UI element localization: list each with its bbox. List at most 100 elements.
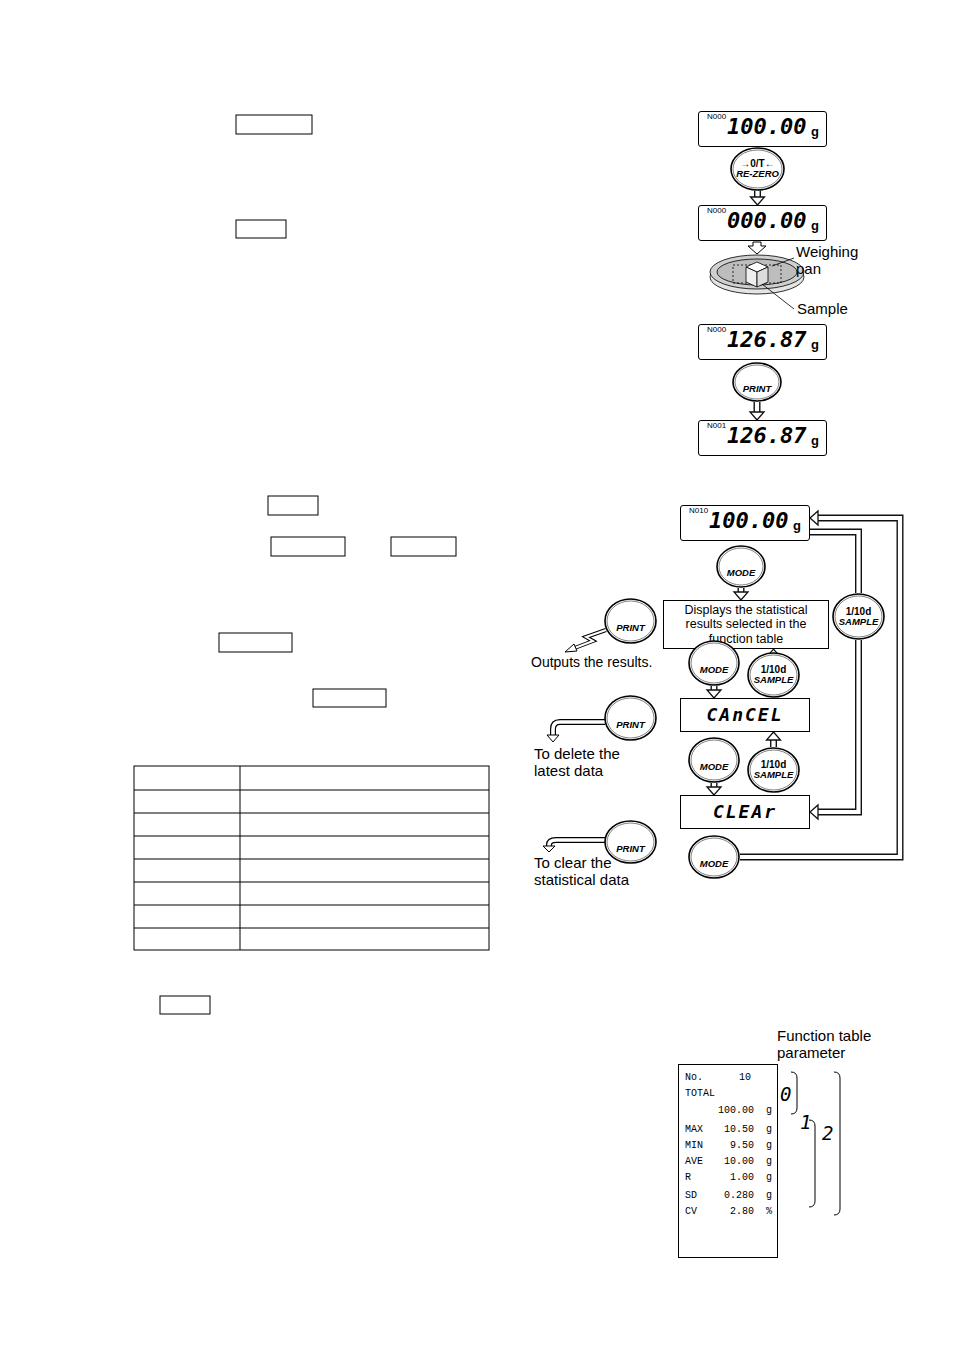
printout-text: %	[766, 1206, 772, 1218]
display-reading: 100.00	[727, 115, 806, 139]
note-text: Weighing pan	[796, 243, 876, 278]
printout-text: AVE	[685, 1156, 703, 1168]
printout-text: 0.280	[724, 1190, 754, 1202]
key-outline	[688, 737, 740, 783]
key-outline	[604, 695, 657, 741]
key-outline	[688, 835, 740, 879]
key-button: PRINT	[604, 820, 657, 864]
printout-slip: No.10TOTAL100.00gMAX10.50gMIN9.50gAVE10.…	[678, 1064, 778, 1258]
segment-display: CAnCEL	[680, 698, 810, 732]
key-label: RE-ZERO	[736, 169, 779, 179]
flow-arrow	[734, 588, 748, 600]
flow-arrow	[748, 242, 766, 254]
empty-table	[134, 766, 489, 950]
display-reading: N000	[707, 326, 726, 335]
key-label: PRINT	[616, 844, 645, 854]
display-reading: g	[811, 219, 819, 233]
flow-arrow	[810, 532, 859, 593]
flow-arrow	[810, 640, 859, 819]
flow-arrow	[707, 783, 721, 795]
segment-text: CLEAr	[713, 802, 777, 823]
key-outline	[604, 598, 657, 644]
display-panel: N010100.00 g	[680, 505, 810, 541]
flow-arrow	[707, 686, 721, 698]
key-label: PRINT	[743, 384, 772, 394]
key-button: →0/T←RE-ZERO	[730, 147, 785, 191]
printout-text: g	[766, 1190, 772, 1202]
printout-text: g	[766, 1124, 772, 1136]
key-label: MODE	[727, 568, 756, 578]
printout-text: 1.00	[730, 1172, 754, 1184]
printout-text: 10	[739, 1072, 751, 1084]
flow-arrow	[751, 191, 765, 205]
key-button: MODE	[688, 835, 740, 879]
display-reading: g	[811, 125, 819, 139]
key-button: 1/10dSAMPLE	[832, 593, 885, 640]
printout-text: 9.50	[730, 1140, 754, 1152]
key-button: MODE	[688, 640, 740, 686]
key-label: PRINT	[616, 623, 645, 633]
display-reading: g	[793, 519, 801, 533]
printout-text: g	[766, 1105, 772, 1117]
display-panel: N000126.87 g	[698, 324, 827, 360]
display-reading: 126.87	[727, 424, 806, 448]
key-outline	[716, 545, 766, 588]
note-text: Sample	[797, 300, 877, 317]
display-reading: 126.87	[727, 328, 806, 352]
note-text: To clear the statistical data	[534, 854, 638, 889]
printout-text: SD	[685, 1190, 697, 1202]
note-text: To delete the latest data	[534, 745, 652, 780]
printout-text: MAX	[685, 1124, 703, 1136]
segment-display: CLEAr	[680, 795, 810, 829]
printout-text: R	[685, 1172, 691, 1184]
key-button: PRINT	[604, 598, 657, 644]
printout-text: MIN	[685, 1140, 703, 1152]
printout-text: CV	[685, 1206, 697, 1218]
key-frames	[160, 115, 456, 1014]
key-label: SAMPLE	[754, 770, 794, 780]
key-outline	[604, 820, 657, 864]
status-box: Displays the statistical results selecte…	[663, 600, 829, 649]
printout-text: g	[766, 1156, 772, 1168]
display-panel: N000000.00g	[698, 205, 827, 241]
key-outline	[732, 362, 782, 402]
key-button: 1/10dSAMPLE	[747, 747, 800, 793]
display-reading: 100.00	[709, 509, 788, 533]
key-label: PRINT	[616, 720, 645, 730]
printout-text: g	[766, 1172, 772, 1184]
display-reading: N000	[707, 113, 726, 122]
printout-text: 10.00	[724, 1156, 754, 1168]
key-button: MODE	[716, 545, 766, 588]
key-label: SAMPLE	[754, 675, 794, 685]
parameter-number: 0	[780, 1084, 791, 1106]
printout-text: 2.80	[730, 1206, 754, 1218]
display-reading: N001	[707, 422, 726, 431]
display-reading: g	[811, 338, 819, 352]
printout-text: No.	[685, 1072, 703, 1084]
key-button: PRINT	[732, 362, 782, 402]
key-label: MODE	[700, 859, 729, 869]
display-reading: g	[811, 434, 819, 448]
weighing-pan	[710, 255, 804, 294]
display-reading: N010	[689, 507, 708, 516]
key-outline	[688, 640, 740, 686]
key-label: 1/10d	[761, 759, 787, 770]
key-label: SAMPLE	[839, 617, 879, 627]
display-panel: N000100.00 g	[698, 111, 827, 147]
display-reading: 000.00	[727, 209, 806, 233]
flow-arrow	[767, 732, 781, 747]
printout-text: 10.50	[724, 1124, 754, 1136]
key-label: MODE	[700, 665, 729, 675]
parameter-number: 1	[800, 1112, 811, 1134]
segment-text: CAnCEL	[706, 705, 783, 726]
key-label: 1/10d	[846, 606, 872, 617]
key-button: 1/10dSAMPLE	[747, 652, 800, 698]
note-text: Function table parameter	[777, 1027, 889, 1062]
box-text: Displays the statistical results selecte…	[667, 603, 825, 646]
flow-arrow	[750, 402, 764, 420]
parameter-number: 2	[822, 1123, 833, 1145]
key-button: MODE	[688, 737, 740, 783]
leader-line	[762, 258, 794, 309]
